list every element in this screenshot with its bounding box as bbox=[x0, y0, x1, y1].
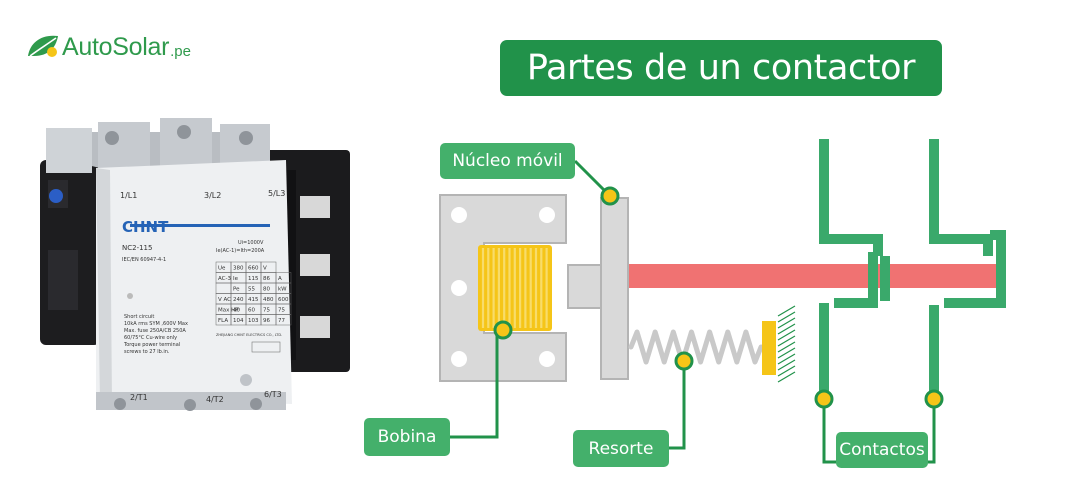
product-model: NC2-115 bbox=[122, 244, 152, 252]
ratings-cell: Ie bbox=[233, 276, 239, 282]
marker-nucleo bbox=[600, 186, 620, 206]
core-rivets bbox=[451, 207, 555, 367]
ratings-cell: 104 bbox=[233, 318, 244, 324]
ratings-cell: V bbox=[263, 266, 267, 272]
ratings-cell: 480 bbox=[263, 297, 274, 303]
ratings-cell: 660 bbox=[248, 266, 259, 272]
terminal-top-3: 5/L3 bbox=[268, 189, 285, 198]
leader-resorte bbox=[669, 361, 686, 450]
label-nucleo-movil: Núcleo móvil bbox=[440, 143, 575, 179]
ratings-cell: kW bbox=[278, 287, 287, 293]
ratings-cell: AC-3 bbox=[218, 276, 231, 282]
spring-wall bbox=[777, 305, 796, 383]
product-note-4: 60/75°C Cu-wire only bbox=[124, 335, 177, 341]
ratings-cell: 55 bbox=[248, 287, 255, 293]
leader-bobina bbox=[450, 332, 499, 439]
logo-tld: .pe bbox=[170, 43, 191, 60]
markers bbox=[493, 186, 944, 409]
contactor-photo: 1/L1 3/L2 5/L3 CHNT NC2-115 IEC/EN 60947… bbox=[40, 118, 350, 411]
coil bbox=[478, 245, 552, 331]
spring bbox=[628, 329, 764, 365]
ratings-cell: 96 bbox=[263, 318, 270, 324]
product-current: Ie(AC-1)=Ith=200A bbox=[216, 248, 265, 254]
ratings-cell: 86 bbox=[263, 276, 270, 282]
ratings-cell: Max HP bbox=[218, 308, 239, 314]
logo-name: AutoSolar bbox=[62, 33, 170, 61]
ratings-cell: 115 bbox=[248, 276, 259, 282]
label-contactos: Contactos bbox=[836, 432, 928, 468]
product-brand: CHNT bbox=[122, 218, 169, 236]
ratings-cell: 40 bbox=[233, 308, 240, 314]
marker-contacto-1 bbox=[814, 389, 834, 409]
ratings-cell: 60 bbox=[248, 308, 255, 314]
moving-bridge-2 bbox=[944, 230, 1006, 308]
ratings-cell: 75 bbox=[263, 308, 270, 314]
terminal-top-1: 1/L1 bbox=[120, 191, 137, 200]
ratings-cell: 415 bbox=[248, 297, 259, 303]
moving-bridge bbox=[834, 252, 878, 308]
ratings-cell: 80 bbox=[263, 287, 270, 293]
ratings-cell: 77 bbox=[278, 318, 285, 324]
fixed-contact-top-2 bbox=[929, 139, 993, 256]
product-labels: 1/L1 3/L2 5/L3 CHNT NC2-115 IEC/EN 60947… bbox=[120, 189, 285, 404]
product-note-2: 10kA rms SYM ,600V Max bbox=[124, 321, 188, 327]
label-resorte: Resorte bbox=[573, 430, 669, 467]
fixed-core bbox=[439, 194, 567, 382]
marker-bobina bbox=[493, 320, 513, 340]
ratings-cell: 600 bbox=[278, 297, 289, 303]
ratings-cell: V AC bbox=[218, 297, 231, 303]
title-box: Partes de un contactor bbox=[500, 40, 942, 96]
page-title: Partes de un contactor bbox=[526, 47, 916, 88]
label-bobina: Bobina bbox=[364, 418, 450, 456]
ratings-cell: 380 bbox=[233, 266, 244, 272]
ratings-cell: Pe bbox=[233, 287, 240, 293]
contacts bbox=[819, 139, 1006, 398]
terminal-bottom-3: 6/T3 bbox=[264, 390, 282, 399]
marker-contacto-2 bbox=[924, 389, 944, 409]
product-manufacturer: ZHEJIANG CHINT ELECTRICS CO., LTD. bbox=[216, 333, 282, 337]
product-note-6: screws to 27 lb.in. bbox=[124, 349, 170, 355]
ratings-cell: A bbox=[278, 276, 282, 282]
spring-stop bbox=[762, 321, 776, 375]
actuator-rod bbox=[629, 264, 999, 288]
terminal-bottom-1: 2/T1 bbox=[130, 393, 148, 402]
product-voltage: Ui=1000V bbox=[238, 240, 264, 246]
ratings-cell: 103 bbox=[248, 318, 259, 324]
product-note-5: Torque power terminal bbox=[123, 342, 180, 348]
product-standard: IEC/EN 60947-4-1 bbox=[122, 257, 166, 263]
product-note-3: Max. fuse 250A/CB 250A bbox=[124, 328, 186, 334]
ratings-cell: 75 bbox=[278, 308, 285, 314]
terminal-top-2: 3/L2 bbox=[204, 191, 221, 200]
marker-resorte bbox=[674, 351, 694, 371]
logo: AutoSolar .pe bbox=[26, 30, 191, 60]
terminal-bottom-2: 4/T2 bbox=[206, 395, 224, 404]
ratings-cell: Ue bbox=[218, 266, 226, 272]
moving-core bbox=[567, 197, 629, 380]
fixed-contact-top-1 bbox=[819, 139, 883, 256]
leaf-logo-icon bbox=[28, 35, 58, 57]
product-note-1: Short circuit bbox=[124, 314, 154, 320]
ratings-cell: 240 bbox=[233, 297, 244, 303]
ratings-cell: FLA bbox=[218, 318, 228, 324]
